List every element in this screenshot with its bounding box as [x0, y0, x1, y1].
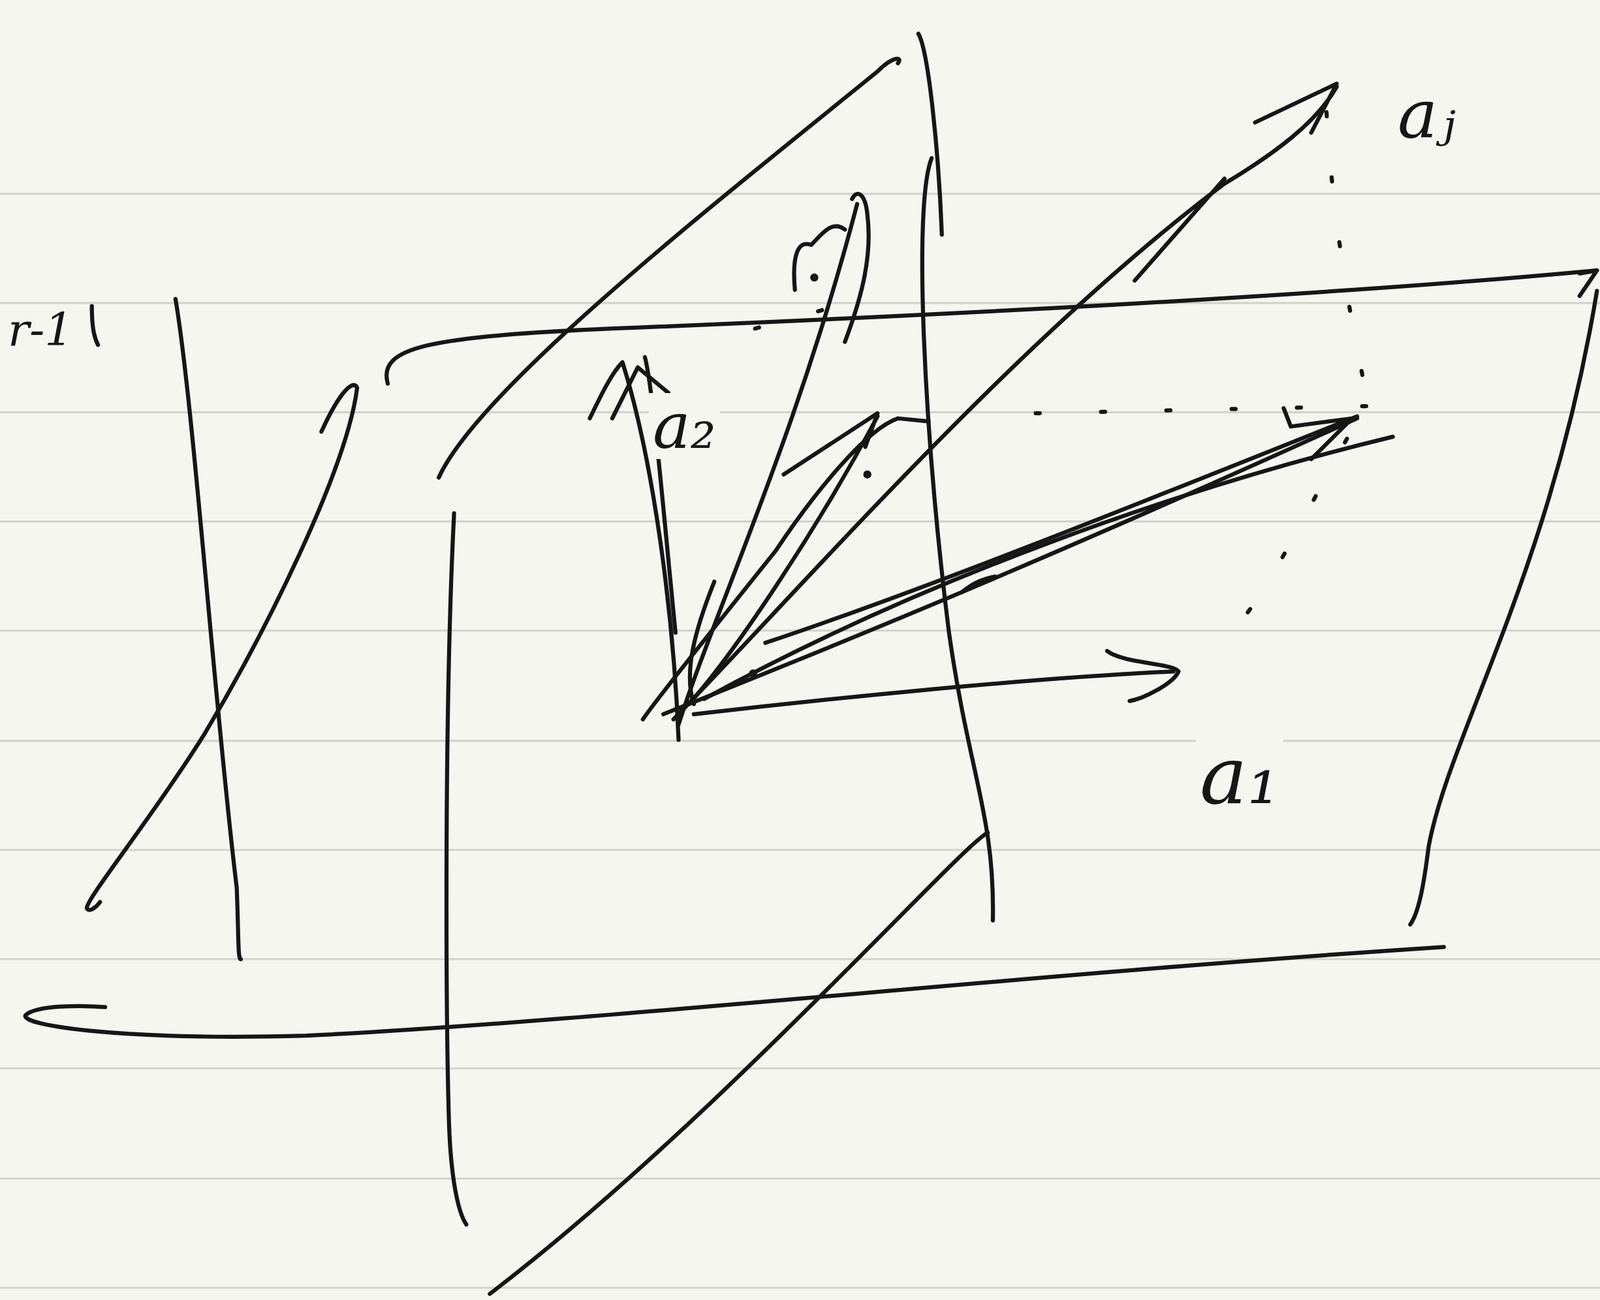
dot: [865, 472, 870, 477]
axis-label: r-1: [3, 306, 78, 354]
plane-corner: [1579, 270, 1598, 296]
plane-edge: [175, 298, 241, 959]
stroke: [92, 306, 98, 345]
arrowhead: [1107, 650, 1179, 702]
plane-edge: [922, 157, 993, 920]
plane-edge: [25, 946, 1444, 1037]
vector-label: a₁: [1195, 734, 1284, 817]
stroke: [690, 581, 715, 705]
vector: [678, 193, 869, 725]
stroke: [643, 418, 929, 720]
plane-edge: [438, 58, 899, 478]
plane-edge: [489, 832, 988, 1294]
dotted-line: [755, 112, 1368, 644]
vector-label: a₂: [648, 392, 721, 459]
plane-edge: [446, 513, 467, 1224]
stroke: [962, 576, 995, 592]
plane-edge: [386, 270, 1597, 384]
plane-edge: [918, 33, 942, 236]
vector-a1: [693, 671, 1174, 715]
vector: [704, 436, 1394, 700]
ruled-lines: [0, 193, 1600, 1288]
vector-aj: [673, 83, 1337, 720]
stroke: [793, 225, 845, 290]
dot: [750, 671, 755, 675]
plane-edge: [1410, 290, 1597, 924]
vector: [663, 418, 1358, 715]
plane-edge: [86, 385, 358, 910]
vector-label: aⱼ: [1393, 79, 1460, 150]
dot: [812, 275, 816, 280]
